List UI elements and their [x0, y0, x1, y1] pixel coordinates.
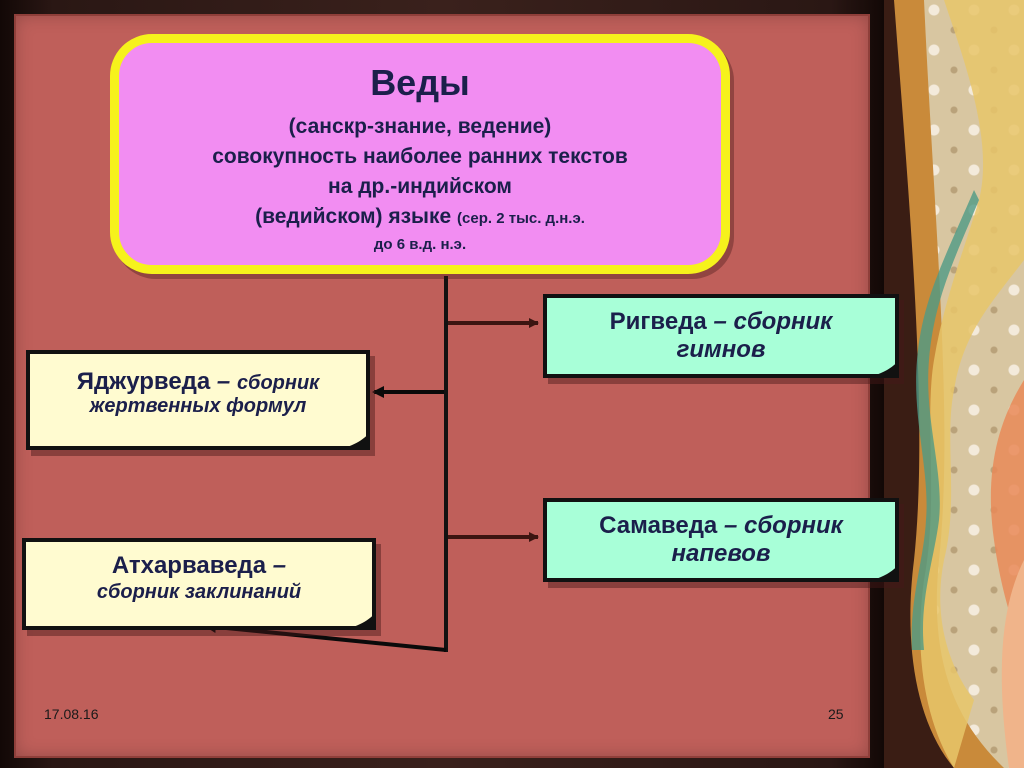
yajurveda-name: Яджурведа	[76, 368, 211, 395]
samaveda-name: Самаведа	[599, 512, 718, 539]
vedas-language-name: (ведийском) языке	[255, 205, 452, 228]
rigveda-name: Ригведа	[609, 308, 707, 335]
samaveda-box: Самаведа – сборник напевов	[543, 498, 899, 582]
rigveda-box: Ригведа – сборник гимнов	[543, 294, 899, 378]
samaveda-title-line: Самаведа – сборник	[547, 512, 895, 540]
samaveda-dash: –	[717, 512, 744, 539]
samaveda-desc-2: напевов	[671, 540, 771, 567]
samaveda-desc-1: сборник	[743, 512, 843, 539]
atharvaveda-dash: –	[266, 552, 287, 579]
page-curl-icon	[334, 432, 370, 450]
vedas-period-start: (сер. 2 тыс. д.н.э.	[457, 210, 585, 227]
footer-date: 17.08.16	[44, 706, 99, 722]
yajurveda-desc-1: сборник	[236, 372, 320, 394]
slide-number: 25	[828, 706, 844, 722]
vedas-title: Веды	[370, 62, 470, 103]
atharvaveda-title-line: Атхарваведа –	[26, 552, 372, 580]
vedas-language-line: на др.-индийском	[328, 175, 512, 198]
page-curl-icon	[863, 360, 899, 378]
vedas-main-box: Веды (санскр-знание, ведение) совокупнос…	[110, 34, 730, 274]
vedas-etymology: (санскр-знание, ведение)	[288, 115, 552, 138]
rigveda-title-line: Ригведа – сборник	[547, 308, 895, 336]
page-curl-icon	[340, 612, 376, 630]
arrow-to-atharvaveda	[204, 621, 447, 652]
yajurveda-box: Яджурведа – сборник жертвенных формул	[26, 350, 370, 450]
vedas-period-end: до 6 в.д. н.э.	[373, 236, 467, 253]
curtain-drape-graphic	[884, 0, 1024, 768]
atharvaveda-box: Атхарваведа – сборник заклинаний	[22, 538, 376, 630]
rigveda-desc-2: гимнов	[676, 336, 766, 363]
vedas-language-period-line: (ведийском) языке (сер. 2 тыс. д.н.э.	[119, 205, 721, 231]
yajurveda-desc-2: жертвенных формул	[89, 395, 307, 417]
decorative-curtain	[884, 0, 1024, 768]
page-curl-icon	[863, 564, 899, 582]
vedas-definition-line: совокупность наиболее ранних текстов	[212, 145, 628, 168]
yajurveda-dash: –	[210, 368, 237, 395]
yajurveda-title-line: Яджурведа – сборник	[30, 368, 366, 397]
rigveda-dash: –	[706, 308, 734, 335]
atharvaveda-desc: сборник заклинаний	[96, 581, 302, 603]
atharvaveda-name: Атхарваведа	[111, 552, 267, 579]
rigveda-desc-1: сборник	[733, 308, 833, 335]
